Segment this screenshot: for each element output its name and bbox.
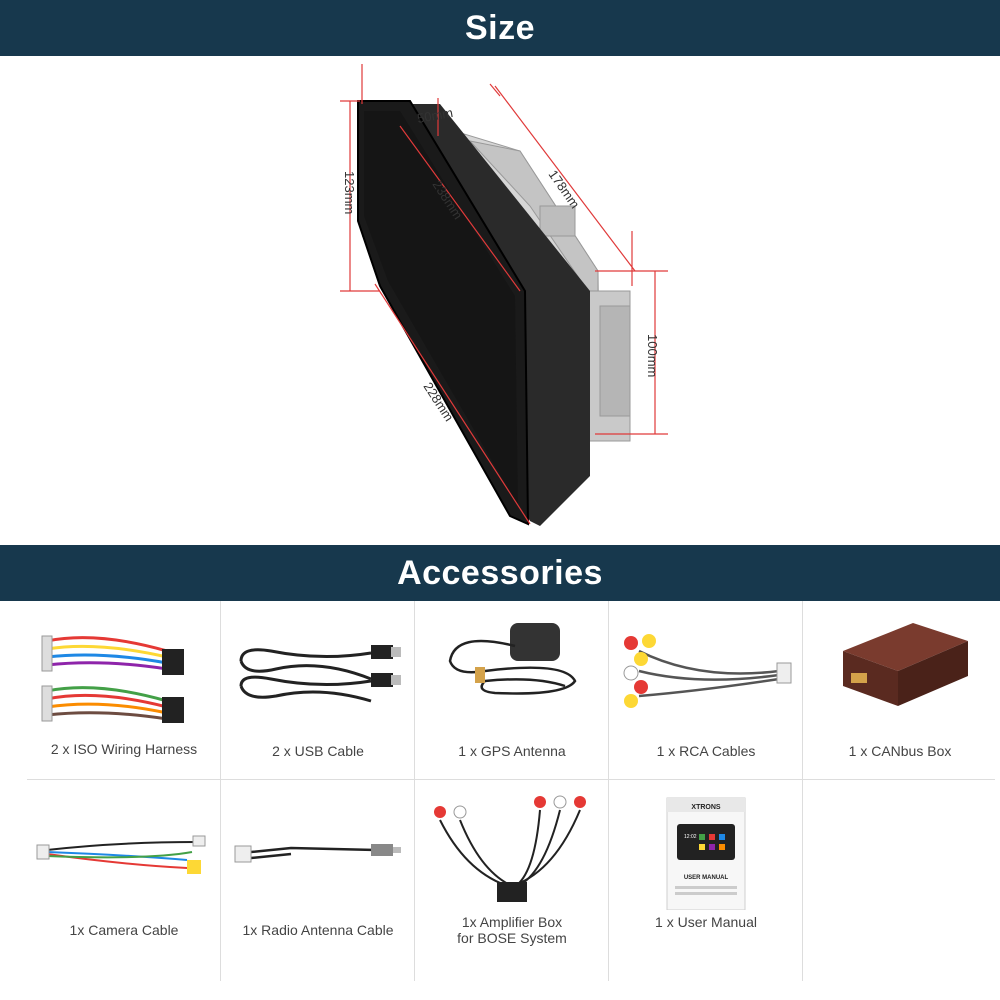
grid-divider — [608, 601, 609, 981]
camera-cable-icon — [36, 835, 206, 874]
grid-divider — [414, 601, 415, 981]
accessory-radio-antenna-cable: 1x Radio Antenna Cable — [221, 780, 415, 958]
accessory-user-manual: XTRONS 12:02 USER MANUAL 1 x User Manual — [609, 780, 803, 958]
accessory-label-line1: 1x Amplifier Box — [461, 914, 563, 930]
accessory-label: 1 x RCA Cables — [656, 743, 756, 759]
manual-clock: 12:02 — [684, 834, 697, 840]
amplifier-box-icon — [434, 795, 586, 902]
accessories-title: Accessories — [397, 553, 603, 592]
accessory-label: 1 x CANbus Box — [848, 743, 952, 759]
radio-antenna-cable-icon — [234, 844, 401, 863]
chassis-bracket-1 — [539, 205, 576, 237]
accessory-usb-cable: 2 x USB Cable — [221, 601, 415, 779]
accessory-camera-cable: 1x Camera Cable — [27, 780, 221, 958]
chassis-top — [468, 140, 599, 308]
depth-label: 50mm — [416, 105, 454, 126]
canbus-box-icon — [843, 623, 968, 706]
accessory-label: 2 x ISO Wiring Harness — [50, 741, 198, 757]
usb-cable-icon — [239, 645, 401, 703]
rca-cables-icon — [623, 634, 792, 708]
gps-antenna-icon — [448, 623, 577, 695]
manual-title: USER MANUAL — [684, 875, 729, 881]
wiring-harness-icon — [41, 635, 184, 723]
chassis-bracket-3 — [599, 305, 631, 417]
size-title: Size — [464, 8, 536, 47]
grid-divider — [220, 601, 221, 981]
accessory-rca-cables: 1 x RCA Cables — [609, 601, 803, 779]
user-manual-icon: XTRONS 12:02 USER MANUAL — [666, 797, 746, 910]
accessory-label-line2: for BOSE System — [457, 930, 567, 946]
accessory-label: 1 x GPS Antenna — [458, 743, 566, 759]
accessory-label: 2 x USB Cable — [272, 743, 364, 759]
size-diagram: 50mm 178mm 123mm 238mm 100mm 228mm — [0, 56, 1000, 545]
size-banner: Size — [0, 0, 1000, 56]
accessory-label: 1x Radio Antenna Cable — [242, 922, 394, 938]
accessory-iso-wiring-harness: 2 x ISO Wiring Harness — [27, 601, 221, 779]
grid-divider — [27, 779, 995, 780]
accessories-banner: Accessories — [0, 545, 1000, 601]
height-right-label: 100mm — [645, 334, 660, 377]
device-dimension-drawing: 50mm 178mm 123mm 238mm 100mm 228mm — [340, 64, 668, 526]
accessory-label: 1x Camera Cable — [69, 922, 179, 938]
accessory-canbus-box: 1 x CANbus Box — [803, 601, 997, 779]
grid-divider — [802, 601, 803, 981]
accessories-grid: 2 x ISO Wiring Harness 2 x USB Cable — [27, 601, 995, 1000]
accessory-label: 1 x User Manual — [655, 914, 757, 930]
screen-glass — [364, 111, 518, 506]
accessory-gps-antenna: 1 x GPS Antenna — [415, 601, 609, 779]
manual-brand: XTRONS — [691, 804, 721, 811]
height-left-label: 123mm — [342, 171, 357, 214]
accessory-amplifier-box: 1x Amplifier Box for BOSE System — [415, 780, 609, 958]
dimension-lines — [340, 64, 668, 525]
